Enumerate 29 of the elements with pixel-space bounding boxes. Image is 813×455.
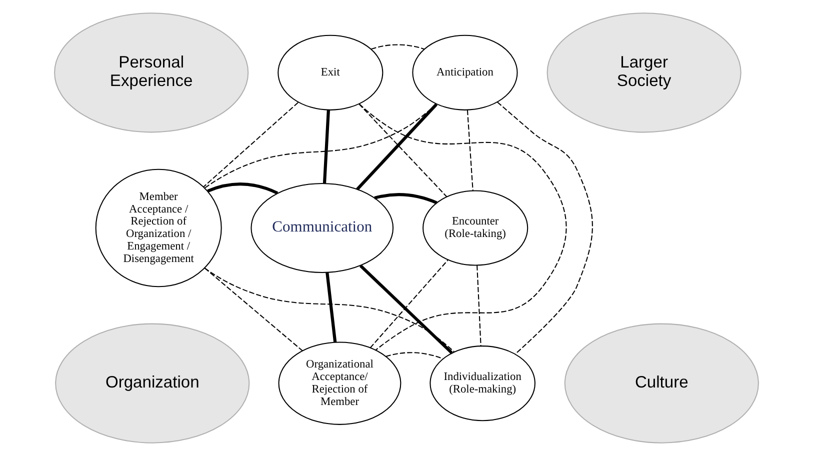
node-ellipse: Personal Experience [54,12,249,132]
node-ellipse: Encounter (Role-taking) [422,190,528,266]
connector [374,192,438,204]
connector [371,44,424,50]
connector [322,109,330,183]
connector [204,267,303,351]
connector [207,182,278,194]
node-ellipse: Exit [278,34,384,110]
connector [326,272,337,342]
connector [360,264,453,354]
node-ellipse: Individualization (Role-making) [430,345,536,421]
connector [358,103,567,350]
connector [204,267,455,352]
connector [358,103,448,197]
connector [204,103,437,188]
node-circle: Member Acceptance / Rejection of Organization / Engagement / Disengagement [95,168,222,287]
node-ellipse: Organizational Acceptance/ Rejection of Member [278,341,402,424]
connector [203,102,298,187]
node-ellipse: Communication [250,182,394,273]
connector [356,102,438,190]
connector [386,352,444,359]
connector [497,101,593,354]
node-ellipse: Larger Society [546,12,742,132]
node-ellipse: Anticipation [412,34,518,110]
node-ellipse: Culture [564,322,759,443]
connector [476,264,482,346]
node-ellipse: Organization [55,322,250,443]
connector [466,109,474,190]
connector [370,259,448,348]
